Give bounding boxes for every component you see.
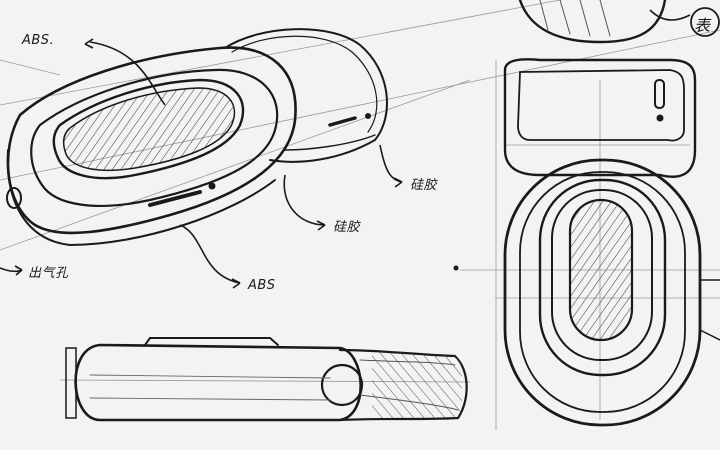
device-front-view bbox=[503, 0, 720, 427]
label-abs-top: ABS. bbox=[22, 33, 55, 48]
label-silicone-right: 硅胶 bbox=[410, 178, 438, 193]
label-silicone-mid: 硅胶 bbox=[333, 220, 361, 235]
label-abs-bottom: ABS bbox=[248, 278, 276, 293]
reference-dot bbox=[453, 265, 459, 271]
device-perspective-view bbox=[6, 28, 388, 247]
label-vent: 出气孔 bbox=[28, 266, 69, 281]
label-top-right-fragment: 表 bbox=[694, 16, 711, 35]
device-side-view bbox=[65, 337, 468, 422]
leader-lines bbox=[0, 9, 691, 289]
